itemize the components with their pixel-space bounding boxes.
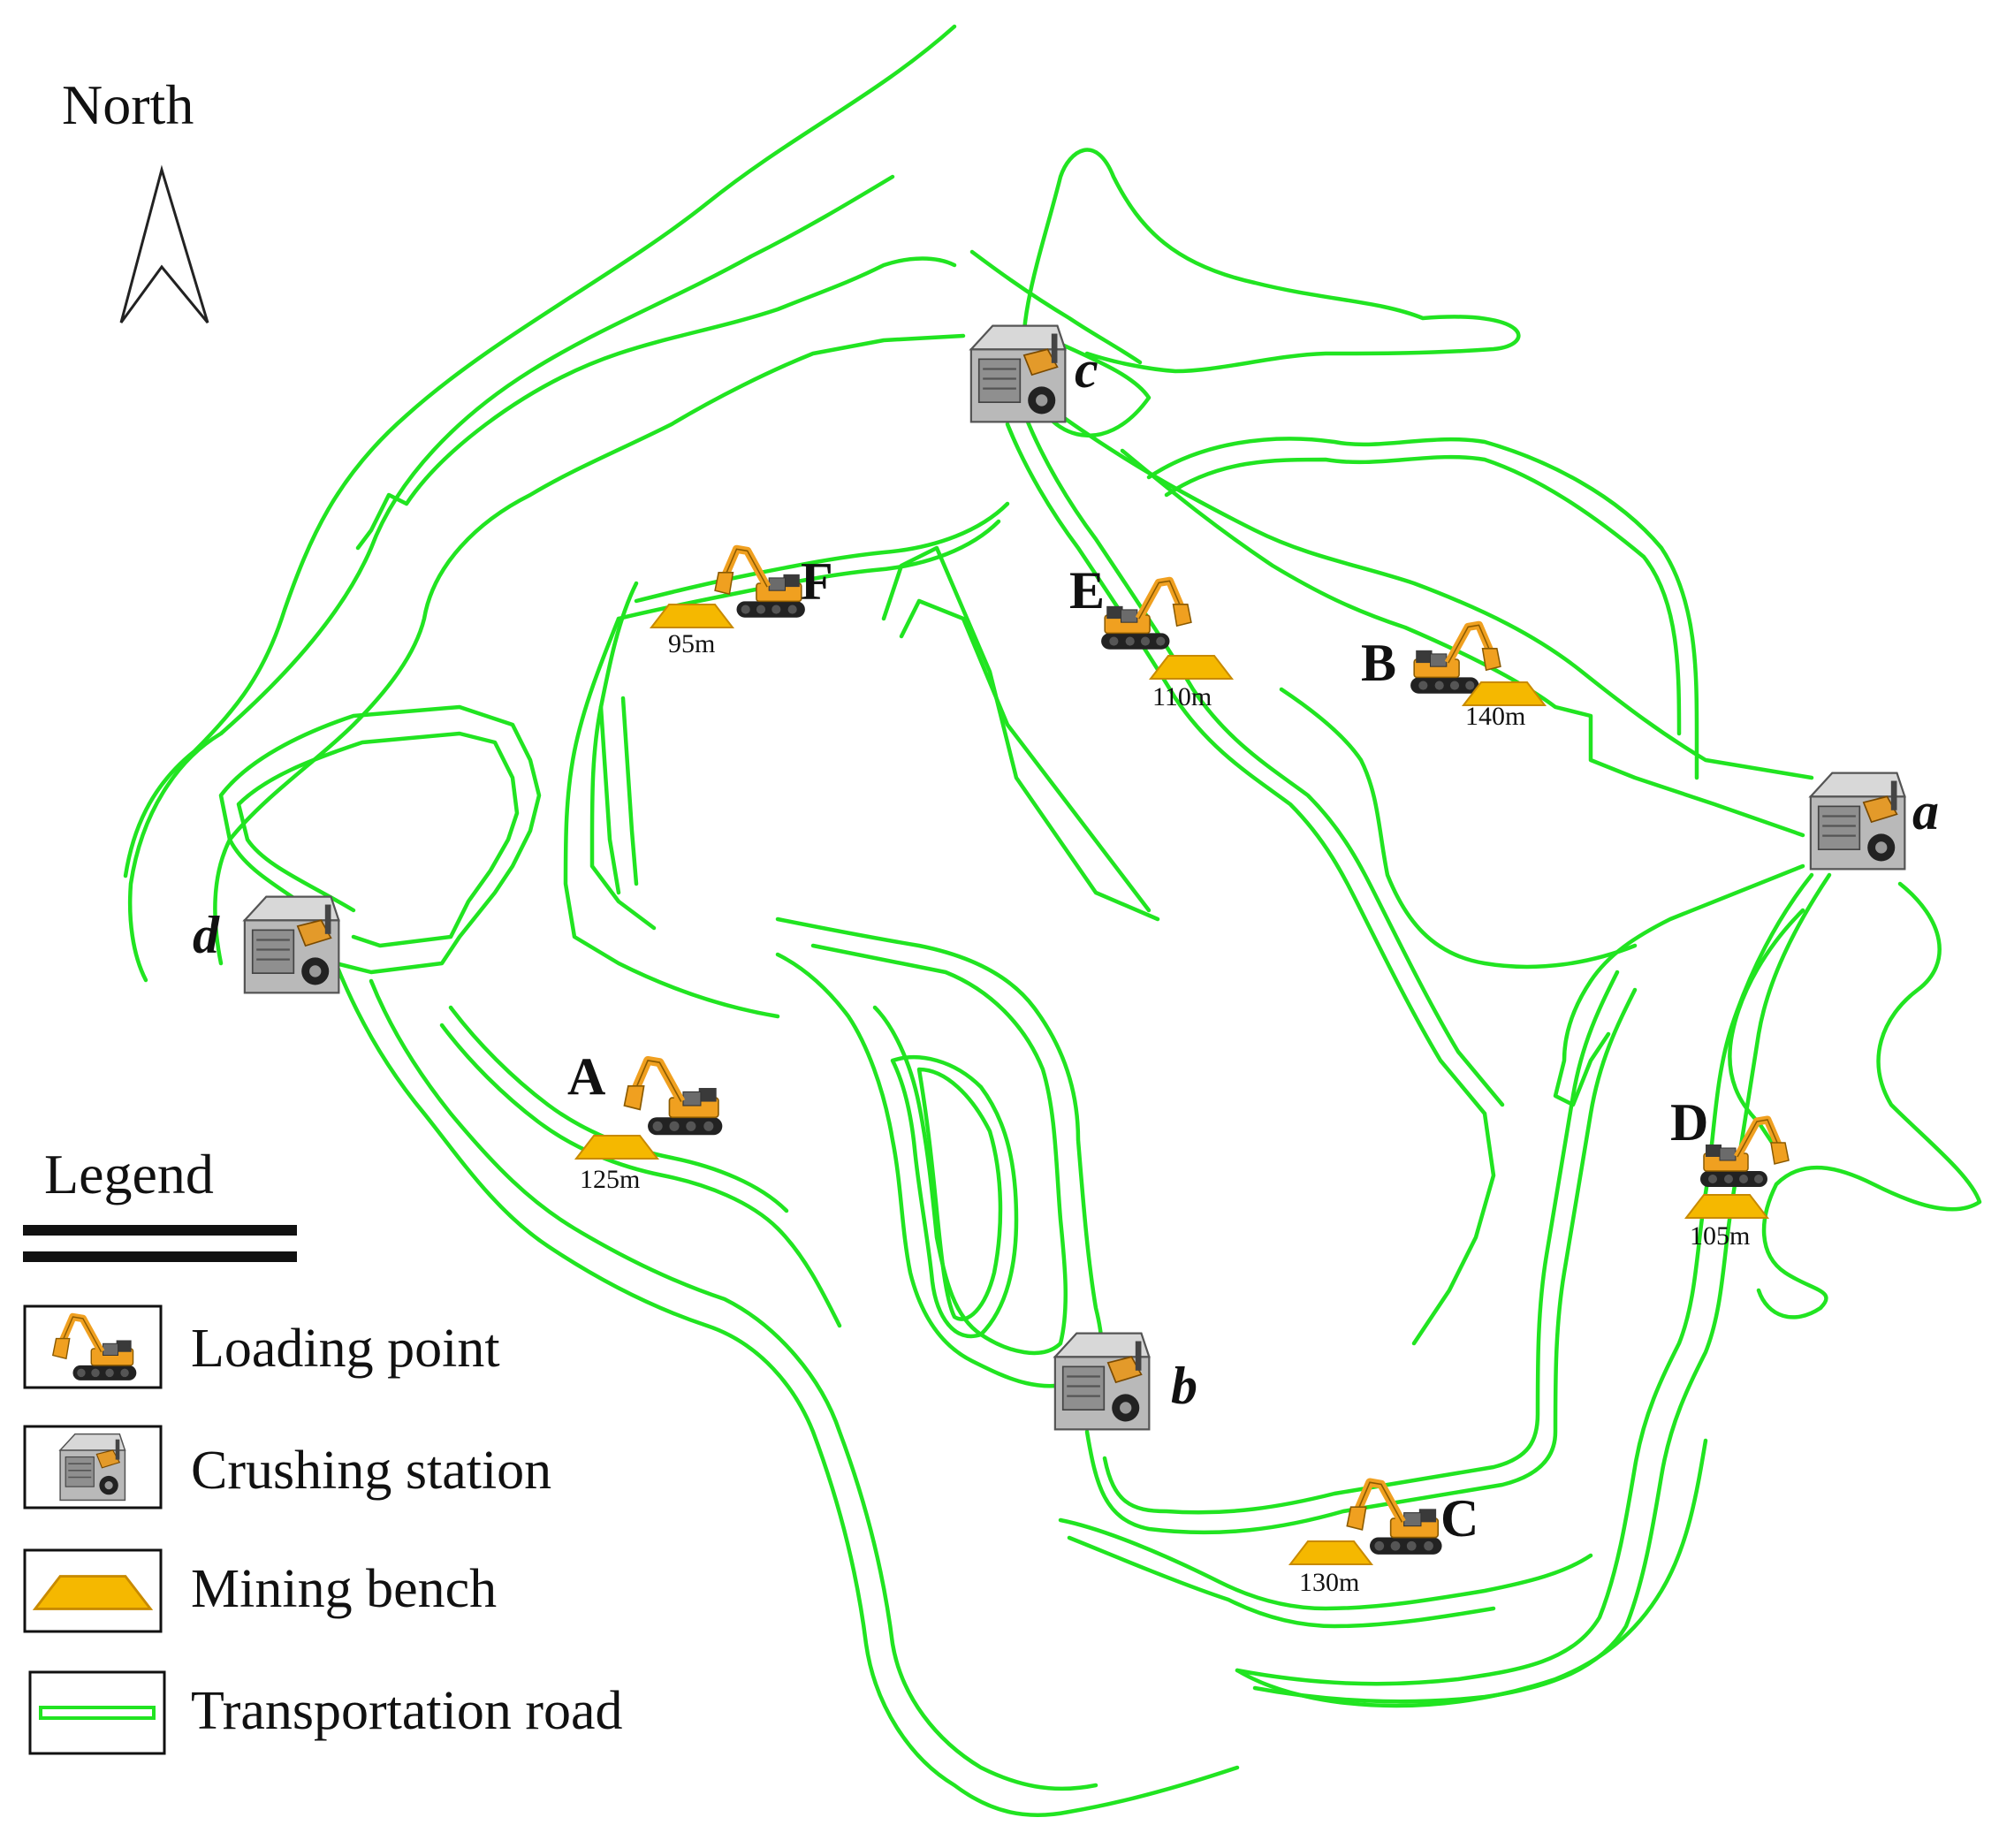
legend-label: Mining bench [191, 1559, 497, 1619]
road-south-inner [1058, 1517, 1593, 1611]
station-label: c [1075, 340, 1098, 399]
north-label: North [62, 73, 194, 136]
road-east-ext-b [1728, 908, 1805, 1152]
bench-elevation: 125m [580, 1165, 640, 1194]
road-d-southwest [333, 961, 1240, 1817]
crushing-station-c: c [969, 324, 1098, 423]
station-label: b [1171, 1357, 1197, 1415]
road-spiral-2 [810, 943, 1068, 1356]
road-east-ext [1756, 881, 1982, 1319]
legend: Legend Loading point Crushing station Mi… [23, 1143, 623, 1755]
legend-label: Transportation road [191, 1681, 623, 1741]
mining-bench-icon [1150, 655, 1233, 680]
bench-elevation: 130m [1299, 1568, 1359, 1597]
crusher-icon [59, 1433, 126, 1502]
road-center-diagonal [881, 545, 1160, 922]
loading-point-B: B 140m [1361, 625, 1546, 731]
transportation-roads [123, 24, 1982, 1817]
mining-bench-icon [1685, 1194, 1768, 1219]
road-B-center [1279, 687, 1638, 970]
road-a-to-D [1235, 872, 1814, 1686]
excavator-icon [1347, 1482, 1441, 1555]
road-inner-west [563, 616, 780, 1019]
excavator-icon [715, 549, 805, 617]
north-arrow: North [62, 73, 209, 323]
loading-point-label: B [1361, 634, 1396, 692]
road-north-arc [355, 256, 957, 551]
bench-elevation: 95m [668, 629, 715, 658]
station-label: d [193, 906, 220, 964]
road-a-central [1553, 863, 1805, 1107]
road-b-south [1084, 987, 1638, 1535]
road-E-center-b [1022, 413, 1505, 1107]
bench-elevation: 140m [1465, 702, 1525, 731]
crushing-station-d: d [193, 895, 340, 994]
road-east-outer [1146, 437, 1699, 780]
road-icon [39, 1706, 156, 1720]
bench-elevation: 105m [1690, 1221, 1750, 1251]
road-east-outer-b [1164, 454, 1682, 736]
road-d-southwest-b [369, 978, 1098, 1791]
loading-point-label: C [1440, 1489, 1478, 1548]
road-spiral-3 [890, 1055, 1019, 1339]
mining-bench-icon [1289, 1540, 1372, 1565]
loading-point-A: A 125m [567, 1047, 722, 1194]
loading-point-label: A [567, 1047, 605, 1106]
road-outer-west [123, 24, 957, 878]
legend-label: Loading point [191, 1319, 500, 1379]
loading-point-F: F 95m [650, 549, 833, 658]
legend-item-loading-point: Loading point [23, 1304, 500, 1389]
road-north-arc-b [969, 249, 1143, 365]
road-northwest-2 [213, 333, 966, 966]
crushing-station-a: a [1809, 772, 1939, 871]
loading-point-D: D 105m [1670, 1093, 1789, 1251]
road-center-diagonal-b [899, 598, 1152, 913]
north-arrow-icon [119, 164, 209, 323]
loading-point-label: D [1670, 1093, 1708, 1152]
crusher-icon [969, 324, 1067, 423]
excavator-icon [1101, 581, 1191, 649]
legend-rule-top [23, 1225, 297, 1236]
road-d-north-b [236, 731, 520, 948]
loading-point-C: C 130m [1289, 1482, 1478, 1597]
excavator-icon [624, 1061, 722, 1135]
crusher-icon [243, 895, 340, 994]
loading-point-E: E 110m [1069, 561, 1233, 711]
crushing-station-b: b [1053, 1332, 1197, 1431]
road-d-north [218, 704, 542, 975]
loading-point-label: F [801, 552, 833, 611]
bench-elevation: 110m [1152, 682, 1212, 711]
road-spiral-1 [775, 916, 1104, 1388]
legend-item-transportation-road: Transportation road [28, 1670, 623, 1755]
road-left-vertical-b [620, 696, 639, 886]
legend-item-mining-bench: Mining bench [23, 1548, 497, 1633]
road-F-spur [634, 501, 1010, 604]
mining-bench-icon [574, 1134, 659, 1160]
road-south-inner-b [1067, 1535, 1496, 1629]
station-label: a [1912, 782, 1939, 840]
road-inner-west-b [589, 581, 657, 931]
legend-item-crushing-station: Crushing station [23, 1425, 551, 1510]
road-outer-west-inner [127, 174, 895, 983]
road-south-C [1235, 1438, 1708, 1708]
road-b-south-b [1102, 970, 1620, 1515]
crusher-icon [1809, 772, 1906, 871]
loading-point-label: E [1069, 561, 1105, 620]
road-E-center [1005, 422, 1496, 1346]
legend-title: Legend [44, 1143, 214, 1205]
crusher-icon [1053, 1332, 1151, 1431]
road-d-to-A [439, 1023, 842, 1328]
road-left-vertical [598, 704, 621, 895]
legend-label: Crushing station [191, 1441, 551, 1501]
legend-rule-bottom [23, 1251, 297, 1262]
road-spiral-4 [916, 1067, 1003, 1321]
